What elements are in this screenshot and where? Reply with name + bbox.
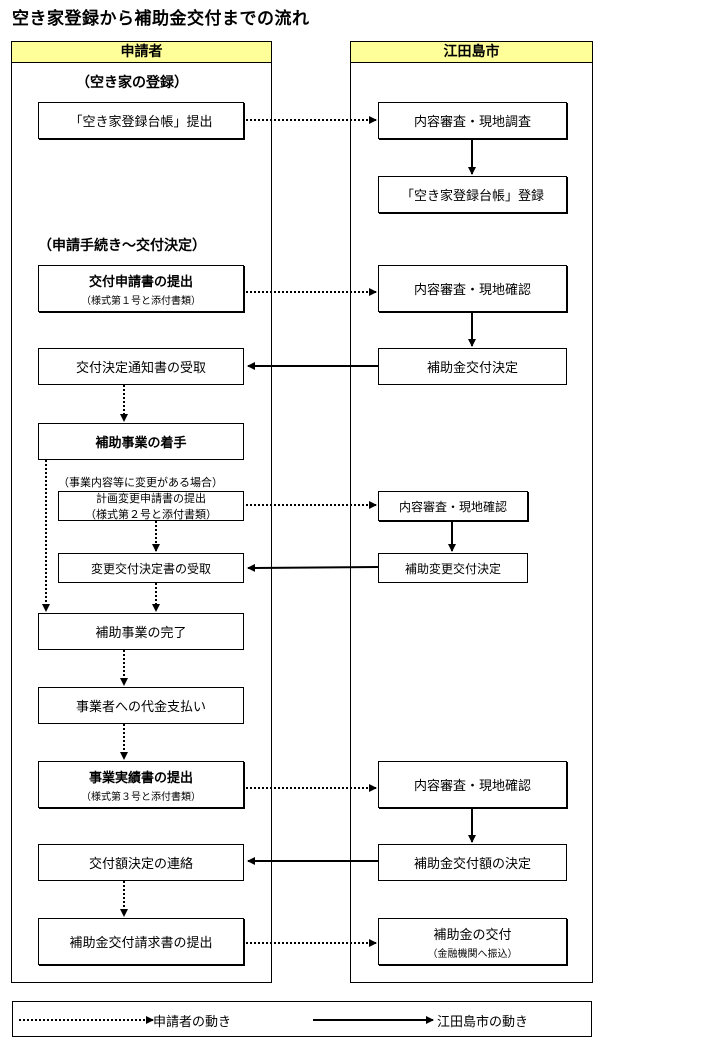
amount-decision-label: 補助金交付額の決定 — [413, 857, 531, 872]
grant-payment-box: 補助金の交付 （金融機関へ振込） — [378, 918, 567, 965]
results-report-sublabel: （様式第３号と添付書類） — [81, 791, 201, 803]
submit-ledger-label: 「空き家登録台帳」提出 — [69, 115, 213, 130]
claim-submit-label: 補助金交付請求書の提出 — [69, 936, 213, 951]
receive-change-label: 変更交付決定書の受取 — [90, 561, 211, 576]
results-report-box: 事業実績書の提出 （様式第３号と添付書類） — [38, 761, 244, 808]
start-project-label: 補助事業の着手 — [95, 436, 187, 451]
change-application-box: 計画変更申請書の提出 （様式第２号と添付書類） — [58, 491, 244, 521]
legend: 申請者の動き 江田島市の動き — [12, 1001, 592, 1037]
legend-city-label: 江田島市の動き — [437, 1015, 529, 1030]
change-decision-label: 補助変更交付決定 — [404, 561, 501, 576]
review-confirm-3-label: 内容審査・現地確認 — [413, 779, 531, 794]
city-lane-header: 江田島市 — [351, 42, 592, 63]
results-report-label: 事業実績書の提出 — [88, 770, 193, 786]
receive-change-box: 変更交付決定書の受取 — [58, 553, 244, 583]
review-confirm-1-box: 内容審査・現地確認 — [378, 265, 567, 312]
submit-ledger-box: 「空き家登録台帳」提出 — [38, 102, 244, 139]
register-ledger-box: 「空き家登録台帳」登録 — [378, 176, 567, 213]
legend-arrows — [19, 1016, 434, 1024]
change-application-sublabel: （様式第２号と添付書類） — [85, 508, 217, 521]
receive-decision-label: 交付決定通知書の受取 — [75, 361, 206, 376]
grant-decision-label: 補助金交付決定 — [426, 361, 518, 376]
section-application: （申請手続き～交付決定） — [38, 238, 206, 254]
legend-applicant-label: 申請者の動き — [153, 1015, 232, 1030]
complete-project-label: 補助事業の完了 — [95, 626, 187, 641]
section-registration: （空き家の登録） — [76, 75, 188, 91]
grant-payment-sublabel: （金融機関へ振込） — [427, 948, 518, 960]
pay-contractor-label: 事業者への代金支払い — [75, 700, 206, 715]
review-survey-box: 内容審査・現地調査 — [378, 102, 567, 139]
claim-submit-box: 補助金交付請求書の提出 — [38, 918, 244, 965]
change-decision-box: 補助変更交付決定 — [378, 553, 528, 583]
change-note: （事業内容等に変更がある場合） — [58, 476, 223, 489]
arrow-change-decision-to-applicant — [247, 563, 379, 572]
complete-project-box: 補助事業の完了 — [38, 613, 244, 650]
review-survey-label: 内容審査・現地調査 — [413, 115, 531, 130]
grant-application-sublabel: （様式第１号と添付書類） — [81, 295, 201, 307]
amount-decision-box: 補助金交付額の決定 — [378, 844, 567, 881]
amount-notice-label: 交付額決定の連絡 — [88, 857, 193, 872]
grant-payment-label: 補助金の交付 — [433, 927, 512, 943]
start-project-box: 補助事業の着手 — [38, 423, 244, 460]
amount-notice-box: 交付額決定の連絡 — [38, 844, 244, 881]
review-confirm-2-box: 内容審査・現地確認 — [378, 491, 528, 521]
review-confirm-1-label: 内容審査・現地確認 — [413, 283, 531, 298]
page-title: 空き家登録から補助金交付までの流れ — [12, 9, 310, 29]
grant-application-box: 交付申請書の提出 （様式第１号と添付書類） — [38, 265, 244, 312]
city-lane: 江田島市 — [350, 41, 593, 983]
receive-decision-box: 交付決定通知書の受取 — [38, 348, 244, 385]
grant-decision-box: 補助金交付決定 — [378, 348, 567, 385]
change-application-label: 計画変更申請書の提出 — [96, 492, 206, 505]
grant-application-label: 交付申請書の提出 — [88, 274, 193, 290]
pay-contractor-box: 事業者への代金支払い — [38, 687, 244, 724]
applicant-lane: 申請者 — [11, 41, 272, 983]
review-confirm-2-label: 内容審査・現地確認 — [398, 499, 507, 514]
register-ledger-label: 「空き家登録台帳」登録 — [400, 189, 544, 204]
review-confirm-3-box: 内容審査・現地確認 — [378, 761, 567, 808]
applicant-lane-header: 申請者 — [12, 42, 271, 63]
